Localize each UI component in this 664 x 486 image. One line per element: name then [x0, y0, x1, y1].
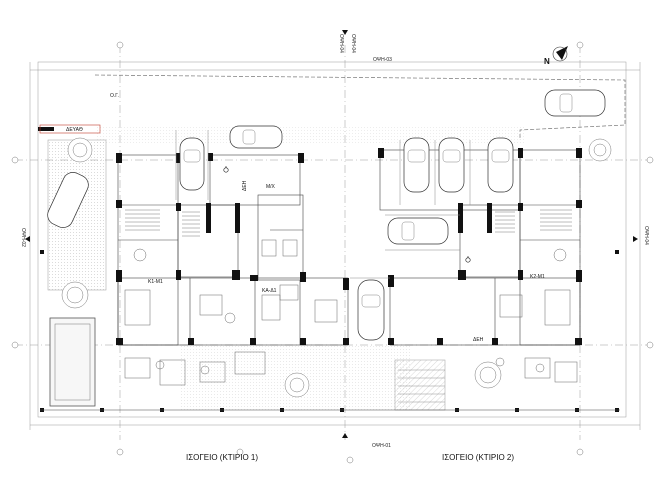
section-mark-right: ΟΨΗ-04 [643, 226, 649, 245]
building-1 [116, 153, 349, 386]
room-label-ka-d1: ΚΑ-Δ1 [262, 288, 277, 294]
room-label-k1-m1: Κ1-Μ1 [148, 279, 163, 285]
section-arrows [25, 30, 638, 438]
water-meter-box [39, 124, 101, 134]
car-details [183, 93, 573, 308]
building-2 [378, 148, 582, 383]
section-mark-top-left-2: ΟΨΗ-04 [350, 34, 356, 53]
section-mark-top-left: ΟΨΗ-04 [338, 34, 344, 53]
caption-building-1: ΙΣΟΓΕΙΟ (ΚΤΙΡΙΟ 1) [186, 453, 258, 462]
cars [47, 89, 606, 341]
section-mark-left: ΟΨΗ-02 [20, 228, 26, 247]
grid-bubbles [11, 41, 654, 464]
room-label-mx: Μ/Χ [266, 184, 276, 190]
section-mark-bottom: ΟΨΗ-01 [372, 443, 391, 449]
ramp-lines [398, 369, 445, 403]
section-mark-top: ΟΨΗ-03 [373, 57, 392, 63]
label-og: Ο.Γ. [110, 93, 119, 99]
parking-lines [175, 130, 471, 279]
north-arrow-icon: N [544, 46, 568, 66]
caption-building-2: ΙΣΟΓΕΙΟ (ΚΤΙΡΙΟ 2) [442, 453, 514, 462]
room-label-deh-1: ΔΕΗ [242, 180, 248, 191]
wheelchair-icon [223, 166, 471, 263]
room-label-k2-m1: Κ2-Μ1 [530, 274, 545, 280]
trees [61, 137, 612, 398]
room-label-deh-2: ΔΕΗ [473, 337, 484, 343]
north-label: N [544, 57, 550, 66]
label-water-meter: ΔΕΥΑΘ [66, 127, 83, 133]
